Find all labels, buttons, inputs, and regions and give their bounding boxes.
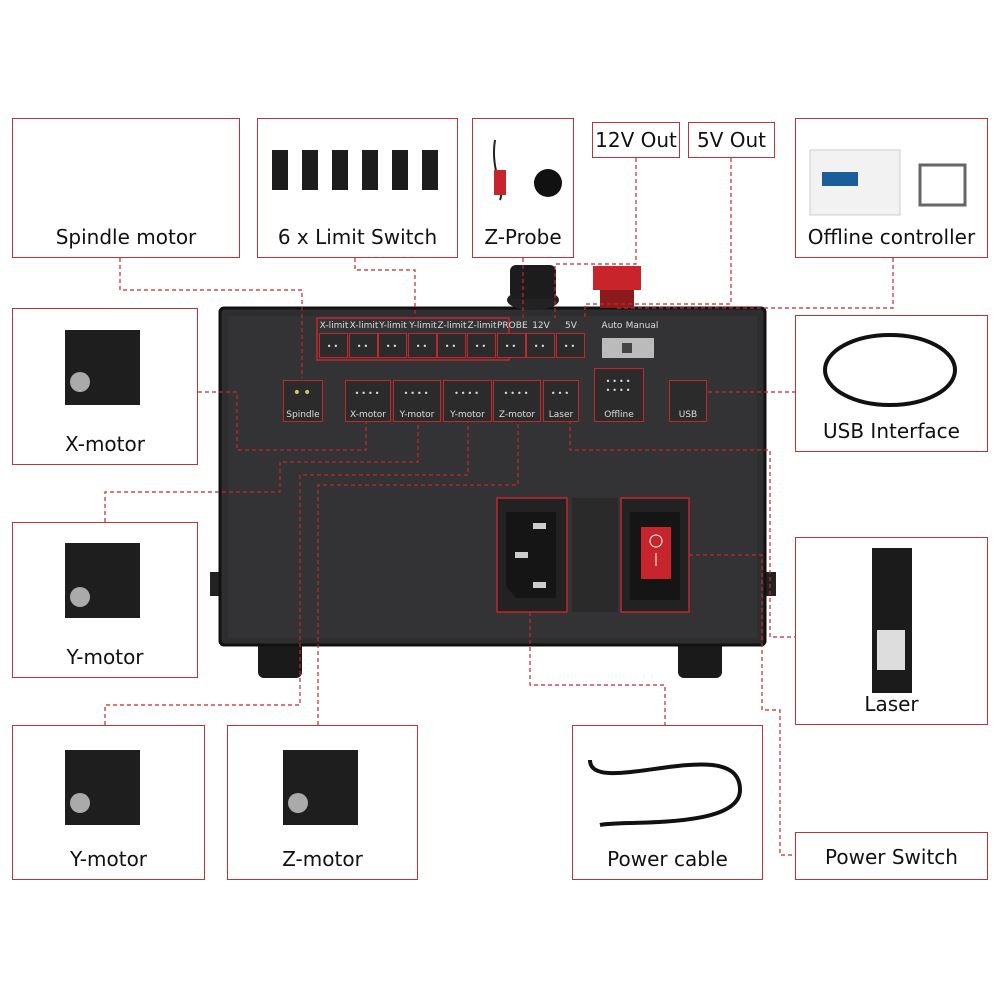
port-label: Offline bbox=[604, 410, 634, 420]
x-motor-card: X-motor bbox=[12, 308, 198, 465]
z-motor-card: Z-motor bbox=[227, 725, 418, 880]
limit-switch-image bbox=[272, 150, 438, 190]
power-cable-image bbox=[588, 759, 743, 827]
power-switch-card: Power Switch bbox=[795, 832, 988, 880]
y-motor-card: Y-motor bbox=[12, 522, 198, 678]
port-label: 5V bbox=[565, 321, 577, 331]
usb-cable-image bbox=[823, 333, 957, 407]
bottom-port-x-motor: •••• X-motor bbox=[345, 380, 391, 422]
port-label: Laser bbox=[548, 410, 574, 420]
port-label: Spindle bbox=[286, 410, 320, 420]
top-port-connector: •• bbox=[526, 333, 555, 358]
pins: •••• bbox=[454, 389, 481, 398]
spindle-motor-label: Spindle motor bbox=[55, 225, 197, 249]
port-label: Z-limit bbox=[437, 321, 467, 331]
port-label: X-limit bbox=[319, 321, 349, 331]
bottom-port-laser: ••• Laser bbox=[543, 380, 579, 422]
pins: •••• bbox=[503, 389, 531, 398]
top-port-connector: •• bbox=[497, 333, 526, 358]
bottom-port-y-motor: •••• Y-motor bbox=[443, 380, 492, 422]
port-label: X-limit bbox=[349, 321, 379, 331]
bottom-port-z-motor: •••• Z-motor bbox=[493, 380, 541, 422]
pins: ••• bbox=[550, 389, 572, 398]
laser-label: Laser bbox=[864, 692, 919, 716]
control-box bbox=[210, 265, 776, 678]
port-label: USB bbox=[678, 410, 698, 420]
z-probe-card: Z-Probe bbox=[472, 118, 574, 258]
offline-controller-label: Offline controller bbox=[807, 225, 976, 249]
spindle-motor-card: Spindle motor bbox=[12, 118, 240, 258]
top-port-connector: •• bbox=[408, 333, 437, 358]
port-label: 12V bbox=[532, 321, 550, 331]
pins: •••••••• bbox=[605, 377, 633, 395]
bottom-port-offline: •••••••• Offline bbox=[594, 368, 644, 422]
pins: •••• bbox=[354, 389, 382, 398]
pins: •• bbox=[292, 385, 314, 401]
top-port-connector: •• bbox=[378, 333, 407, 358]
x-motor-label: X-motor bbox=[65, 432, 145, 456]
top-port-connector: •• bbox=[467, 333, 496, 358]
z-probe-label: Z-Probe bbox=[484, 225, 562, 249]
bottom-port-spindle: •• Spindle bbox=[283, 380, 323, 422]
offline-controller-card: Offline controller bbox=[795, 118, 988, 258]
port-label: X-motor bbox=[350, 410, 386, 420]
port-label: Y-motor bbox=[450, 410, 485, 420]
bottom-port-y-motor: •••• Y-motor bbox=[393, 380, 441, 422]
top-port-connector: •• bbox=[437, 333, 466, 358]
port-label: Z-limit bbox=[467, 321, 497, 331]
pins: •••• bbox=[403, 389, 431, 398]
limit-switch-card: 6 x Limit Switch bbox=[257, 118, 458, 258]
y-motor-2-label: Y-motor bbox=[69, 847, 148, 871]
power-switch-label: Power Switch bbox=[825, 845, 958, 869]
port-label: Y-motor bbox=[399, 410, 435, 420]
laser-module-image bbox=[872, 548, 912, 693]
power-cable-label: Power cable bbox=[607, 847, 728, 871]
port-label: Y-limit bbox=[409, 321, 437, 331]
top-port-connector: •• bbox=[319, 333, 348, 358]
limit-switch-label: 6 x Limit Switch bbox=[277, 225, 438, 249]
leader-lines bbox=[104, 158, 894, 856]
top-port-connector: •• bbox=[556, 333, 585, 358]
stepper-motor-images bbox=[65, 330, 358, 825]
5v-out-label: 5V Out bbox=[688, 122, 775, 158]
offline-controller-image bbox=[809, 149, 967, 216]
usb-interface-label: USB Interface bbox=[823, 419, 960, 443]
port-label: Y-limit bbox=[379, 321, 407, 331]
z-probe-image bbox=[493, 139, 562, 201]
bottom-port-usb: USB bbox=[669, 380, 707, 422]
12v-out-label: 12V Out bbox=[592, 122, 680, 158]
top-port-connector: •• bbox=[349, 333, 378, 358]
y-motor-label: Y-motor bbox=[66, 645, 144, 669]
port-label: PROBE bbox=[497, 321, 528, 331]
auto-manual-switch[interactable] bbox=[602, 338, 654, 358]
auto-label: Auto bbox=[601, 321, 623, 331]
y-motor-2-card: Y-motor bbox=[12, 725, 205, 880]
manual-label: Manual bbox=[625, 321, 659, 331]
power-cable-card: Power cable bbox=[572, 725, 763, 880]
usb-interface-card: USB Interface bbox=[795, 315, 988, 452]
z-motor-label: Z-motor bbox=[282, 847, 363, 871]
port-label: Z-motor bbox=[498, 410, 536, 420]
laser-card: Laser bbox=[795, 537, 988, 725]
